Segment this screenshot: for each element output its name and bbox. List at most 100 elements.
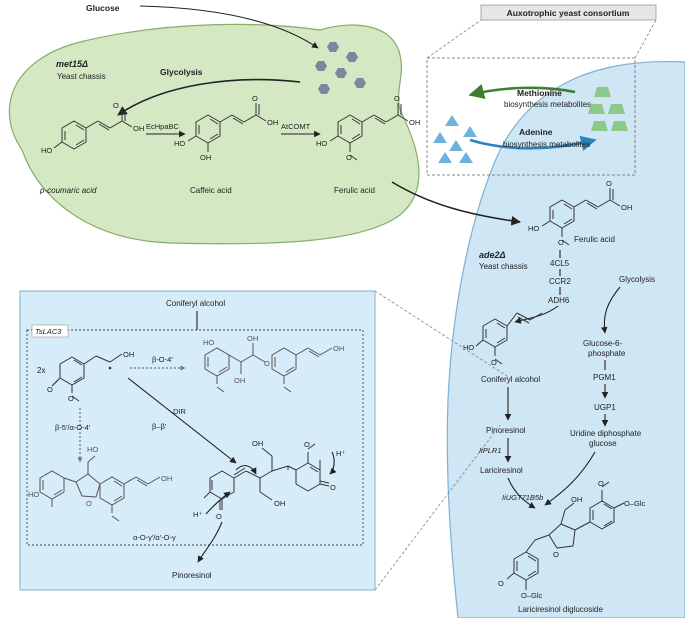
adenine-label: Adenine — [519, 127, 553, 137]
glycolysis-label-1: Glycolysis — [160, 67, 203, 77]
svg-text:OH: OH — [333, 344, 344, 353]
svg-text:O: O — [498, 579, 504, 588]
adenine-triangles — [433, 115, 477, 163]
svg-text:O: O — [558, 238, 564, 247]
enzyme-ugp1: UGP1 — [594, 403, 616, 412]
svg-text:HO: HO — [41, 146, 52, 155]
svg-text:O: O — [394, 94, 400, 103]
svg-text:HO: HO — [463, 343, 474, 352]
svg-text:HO: HO — [316, 139, 327, 148]
glucose-label: Glucose — [86, 3, 120, 13]
ade2-chassis: Yeast chassis — [479, 262, 528, 271]
udpg-label-1: Uridine diphosphate — [570, 429, 642, 438]
svg-text:O: O — [47, 385, 53, 394]
glucose6p-label-1: Glucose-6- — [583, 339, 622, 348]
dir-label: DIR — [173, 407, 187, 416]
svg-text:O: O — [346, 153, 352, 162]
svg-text:O: O — [606, 179, 612, 188]
svg-text:HO: HO — [528, 224, 539, 233]
consortium-label: Auxotrophic yeast consortium — [507, 8, 630, 18]
glycolysis-label-2: Glycolysis — [619, 275, 655, 284]
glucose6p-label-2: phosphate — [588, 349, 626, 358]
svg-text:HO: HO — [87, 445, 98, 454]
multiplier-label: 2x — [37, 366, 45, 375]
svg-text:HO: HO — [174, 139, 185, 148]
svg-text:OH: OH — [267, 118, 278, 127]
svg-text:O: O — [86, 499, 92, 508]
svg-text:O: O — [68, 394, 74, 403]
svg-text:OH: OH — [252, 439, 263, 448]
met15-yeast-cell — [8, 23, 420, 245]
glucose-uptake-arrow — [139, 5, 319, 49]
svg-text:OH: OH — [571, 495, 582, 504]
adenine-arrow — [469, 135, 597, 151]
svg-text:O: O — [304, 440, 310, 449]
inset-panel — [19, 290, 376, 591]
consortium-label-box — [480, 4, 657, 21]
inset-enzyme-label: TsLAC3 — [35, 327, 62, 336]
enzyme-ccr2: CCR2 — [549, 277, 571, 286]
enzyme-pgm1: PGM1 — [593, 373, 616, 382]
svg-text:O: O — [553, 550, 559, 559]
methionine-label: Methionine — [517, 88, 562, 98]
met15-chassis: Yeast chassis — [57, 72, 106, 81]
inset-enzyme-dashed-box — [26, 329, 364, 546]
svg-text:OH: OH — [621, 203, 632, 212]
p-coumaric-structure — [53, 109, 133, 150]
svg-text:HO: HO — [28, 490, 39, 499]
p-coumaric-label: p-coumaric acid — [39, 186, 97, 195]
enzyme-ugt: IiUGT71B5b — [502, 493, 543, 502]
adenine-sub: biosynthesis metabolites — [503, 140, 590, 149]
aog-label: α-O-γ′/α′-O-γ — [133, 533, 176, 542]
ferulic-label-1: Ferulic acid — [334, 186, 375, 195]
svg-text:O: O — [264, 359, 270, 368]
glycolysis-arrow-1 — [117, 78, 301, 116]
diglucoside-label: Lariciresinol diglucoside — [518, 605, 603, 614]
methionine-arrow — [468, 83, 576, 100]
b5-label: β-5′/α-O-4′ — [55, 423, 91, 432]
h-plus-1: H⁺ — [336, 449, 345, 458]
b-o4-label: β-O-4′ — [152, 355, 173, 364]
ferulic-label-2: Ferulic acid — [574, 235, 615, 244]
consortium-dashed-box — [426, 57, 636, 176]
ferulic-structure-2 — [541, 188, 621, 246]
svg-text:O: O — [113, 101, 119, 110]
enzyme-adh6: ADH6 — [548, 296, 570, 305]
lariciresinol-label: Lariciresinol — [480, 466, 523, 475]
enzyme-plr1: IiPLR1 — [479, 446, 502, 455]
coniferyl-label: Coniferyl alcohol — [481, 375, 540, 384]
hpabc-label: EcHpaBC — [146, 122, 180, 131]
svg-text:OH: OH — [234, 376, 245, 385]
svg-text:OH: OH — [161, 474, 172, 483]
methionine-trapezoids — [588, 87, 628, 131]
svg-text:OH: OH — [123, 350, 134, 359]
svg-text:OH: OH — [409, 118, 420, 127]
ferulic-structure-1 — [329, 103, 409, 161]
svg-text:O: O — [216, 512, 222, 521]
svg-text:HO: HO — [203, 338, 214, 347]
svg-text:O: O — [252, 94, 258, 103]
glc-label-1: O–Glc — [624, 499, 646, 508]
comt-label: AtCOMT — [281, 122, 311, 131]
svg-text:O: O — [598, 479, 604, 488]
ferulic-transfer-arrow — [391, 181, 521, 226]
glucose-hexagons — [315, 42, 366, 94]
inset-title: Coniferyl alcohol — [166, 299, 225, 308]
h-plus-2: H⁺ — [193, 510, 202, 519]
bb-label: β–β′ — [152, 422, 167, 431]
qm-dimer — [203, 443, 330, 510]
ade2-strain: ade2Δ — [479, 250, 506, 260]
methionine-sub: biosynthesis metabolites — [504, 100, 591, 109]
udpg-label-2: glucose — [589, 439, 617, 448]
met15-strain: met15Δ — [56, 59, 88, 69]
svg-text:OH: OH — [200, 153, 211, 162]
svg-text:O: O — [491, 358, 497, 367]
b5-dimer — [39, 455, 161, 522]
svg-text:O: O — [330, 483, 336, 492]
inset-product-label: Pinoresinol — [172, 571, 212, 580]
pinoresinol-label-main: Pinoresinol — [486, 426, 526, 435]
coniferyl-structure — [475, 312, 543, 365]
enzyme-4cl5: 4CL5 — [550, 259, 570, 268]
ade2-yeast-cell — [446, 60, 685, 618]
